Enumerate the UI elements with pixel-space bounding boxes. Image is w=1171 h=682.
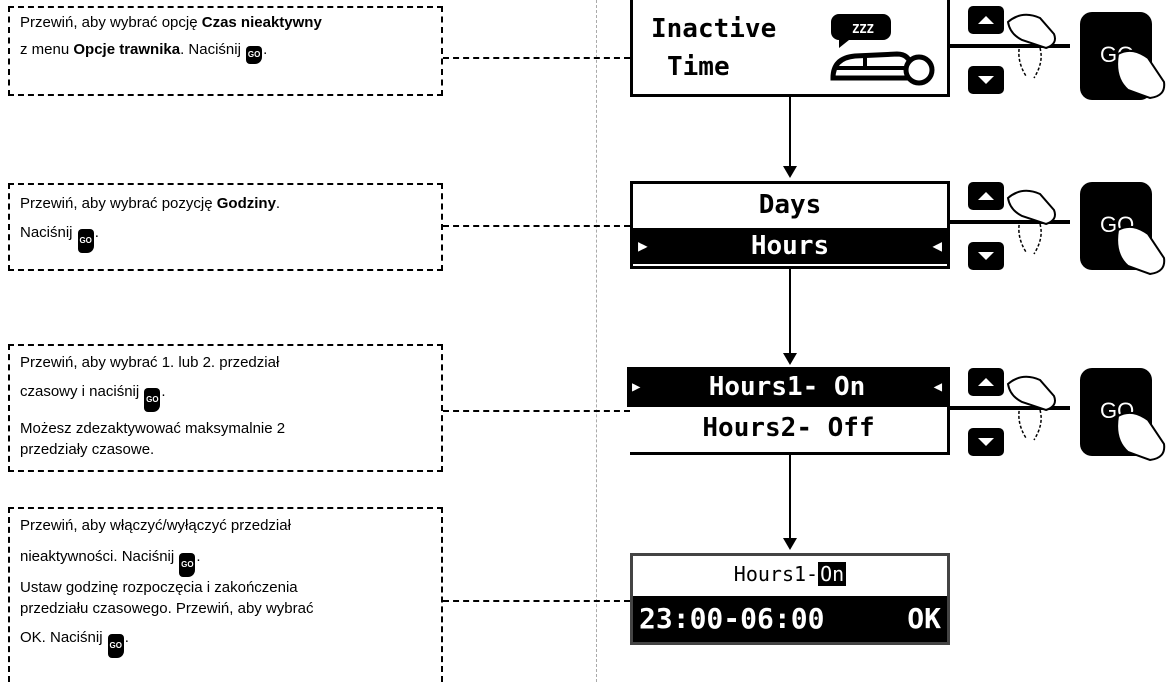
connector-2 xyxy=(443,225,630,227)
step-4-instruction: Przewiń, aby włączyć/wyłączyć przedział … xyxy=(8,507,443,682)
flow-arrow-2-line xyxy=(789,269,791,354)
lcd-selected-line: 23:00-06:00 OK xyxy=(633,596,947,642)
column-divider xyxy=(596,0,597,682)
step-2-instruction: Przewiń, aby wybrać pozycję Godziny. Nac… xyxy=(8,183,443,271)
lcd-selected-line: Hours ▶ ◀ xyxy=(633,228,947,264)
go-icon: GO xyxy=(179,553,196,577)
lcd-line-1: Inactive xyxy=(651,14,777,44)
zzz-label: ZZZ xyxy=(852,22,874,36)
flow-arrow-1-line xyxy=(789,97,791,167)
lcd-screen-inactive-time: Inactive Time ZZZ xyxy=(630,0,950,97)
go-icon: GO xyxy=(107,634,124,658)
lcd-selected-line: Hours1- On ▶ ◀ xyxy=(627,367,947,407)
step-1-instruction: Przewiń, aby wybrać opcję Czas nieaktywn… xyxy=(8,6,443,96)
flow-arrow-3-head xyxy=(783,538,797,550)
flow-arrow-3-line xyxy=(789,455,791,539)
sleeping-mower-icon: ZZZ xyxy=(830,14,935,86)
lcd-line-1: Days xyxy=(758,190,822,220)
go-icon: GO xyxy=(144,388,161,412)
scroll-go-controls-3: GO xyxy=(950,368,1166,462)
scroll-go-controls-1: GO xyxy=(950,6,1166,100)
lcd-line-2: Hours2- Off xyxy=(702,413,875,443)
connector-1 xyxy=(443,57,630,59)
flow-arrow-1-head xyxy=(783,166,797,178)
step-3-instruction: Przewiń, aby wybrać 1. lub 2. przedział … xyxy=(8,344,443,472)
connector-4 xyxy=(443,600,630,602)
lcd-screen-hours-slots: Hours1- On ▶ ◀ Hours2- Off xyxy=(627,367,950,455)
go-icon: GO xyxy=(77,229,94,253)
selection-arrow-right: ◀ xyxy=(932,236,942,255)
selection-arrow-left: ▶ xyxy=(632,379,641,395)
go-icon: GO xyxy=(246,46,263,64)
selection-arrow-left: ▶ xyxy=(638,236,648,255)
connector-3 xyxy=(443,410,630,412)
lcd-line-1: Hours1-On xyxy=(733,562,847,586)
flow-arrow-2-head xyxy=(783,353,797,365)
selection-arrow-right: ◀ xyxy=(933,379,942,395)
scroll-go-controls-2: GO xyxy=(950,182,1166,276)
lcd-line-2: Time xyxy=(667,52,730,82)
lcd-screen-days-hours: Days Hours ▶ ◀ xyxy=(630,181,950,269)
lcd-screen-time-range: Hours1-On 23:00-06:00 OK xyxy=(630,553,950,645)
